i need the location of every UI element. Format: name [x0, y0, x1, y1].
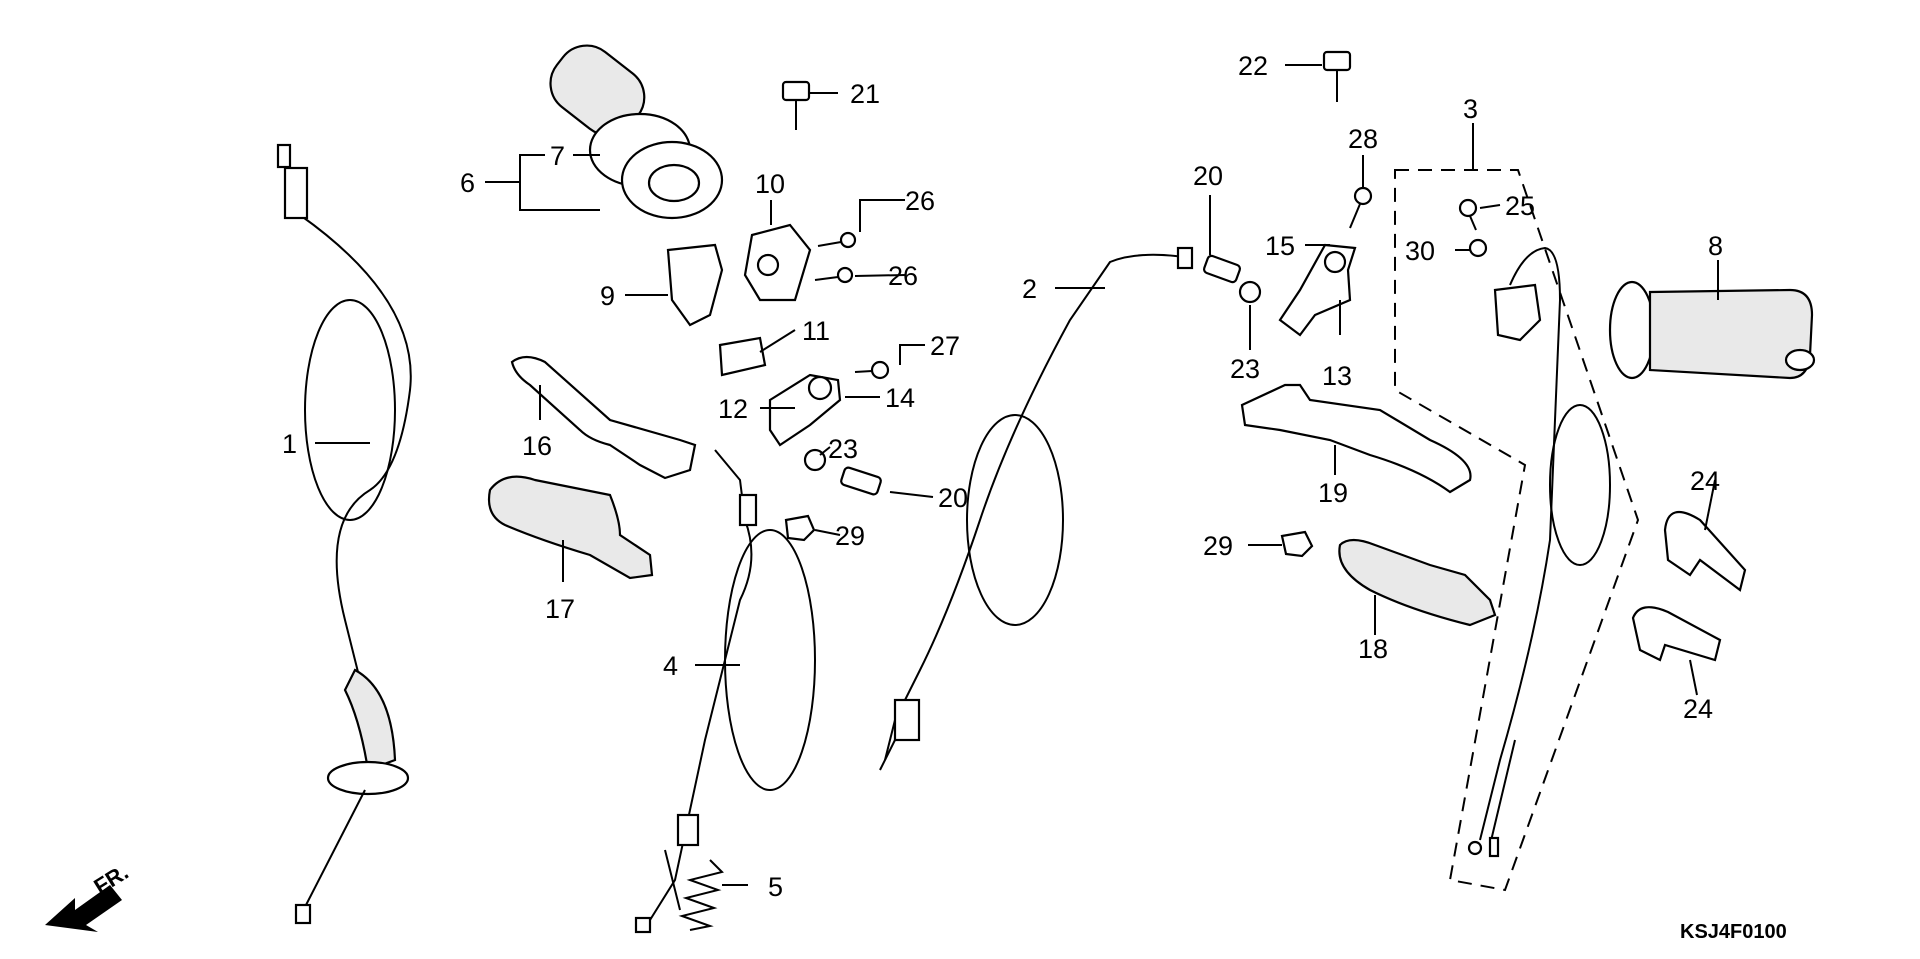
throttle-housing[interactable]	[666, 223, 812, 327]
callout-4: 4	[663, 651, 678, 681]
nut-30[interactable]	[1468, 238, 1488, 258]
callout-8: 8	[1708, 231, 1723, 261]
callout-14: 14	[885, 383, 915, 413]
nut-29-right[interactable]	[1280, 530, 1314, 558]
callout-26-upper: 26	[905, 186, 935, 216]
adjuster-20-left[interactable]	[840, 466, 882, 496]
left-grip[interactable]	[1608, 280, 1816, 380]
callout-30: 30	[1405, 236, 1435, 266]
clutch-lever-holder[interactable]	[718, 336, 842, 447]
callout-9: 9	[600, 281, 615, 311]
callout-6: 6	[460, 168, 475, 198]
callouts: 1 2 3 4 5 6 7 8 9 10 11 12 13 14 15 16 1…	[282, 51, 1723, 902]
callout-27: 27	[930, 331, 960, 361]
clutch-cable-spring[interactable]	[678, 859, 724, 931]
callout-23-left: 23	[828, 434, 858, 464]
diagram-code: KSJ4F0100	[1680, 921, 1787, 943]
callout-15: 15	[1265, 231, 1295, 261]
nut-23-right[interactable]	[1238, 280, 1262, 304]
clutch-lever-cover[interactable]	[487, 475, 654, 580]
adjuster-20-right[interactable]	[1202, 254, 1242, 284]
callout-22: 22	[1238, 51, 1268, 81]
callout-1: 1	[282, 429, 297, 459]
nut-29-left[interactable]	[784, 514, 816, 542]
brake-lever-cover[interactable]	[1338, 538, 1497, 627]
lever-cable-2[interactable]	[879, 246, 1194, 771]
callout-24-upper: 24	[1690, 466, 1720, 496]
screw-26-lower[interactable]	[814, 266, 854, 284]
screw-26-upper[interactable]	[817, 231, 857, 249]
callout-25: 25	[1505, 191, 1535, 221]
callout-20-left: 20	[938, 483, 968, 513]
cable-clamp-lower[interactable]	[1631, 606, 1722, 662]
leader-lines	[315, 64, 1719, 886]
callout-19: 19	[1318, 478, 1348, 508]
callout-18: 18	[1358, 634, 1388, 664]
screw-27[interactable]	[854, 360, 890, 380]
callout-10: 10	[755, 169, 785, 199]
callout-12: 12	[718, 394, 748, 424]
callout-11: 11	[802, 316, 830, 346]
throttle-cable[interactable]	[276, 143, 412, 925]
callout-24-lower: 24	[1683, 694, 1713, 724]
callout-21: 21	[850, 79, 880, 109]
callout-17: 17	[545, 594, 575, 624]
callout-29-left: 29	[835, 521, 865, 551]
cable-clamp-upper[interactable]	[1663, 510, 1747, 592]
callout-28: 28	[1348, 124, 1378, 154]
front-direction-indicator: FR.	[45, 859, 133, 932]
callout-20-right: 20	[1193, 161, 1223, 191]
lever-bracket[interactable]	[1278, 243, 1357, 337]
callout-5: 5	[768, 872, 783, 902]
throttle-grip[interactable]	[538, 33, 724, 220]
bolt-22[interactable]	[1322, 50, 1352, 102]
bolt-28[interactable]	[1349, 186, 1373, 229]
clutch-cable[interactable]	[634, 449, 816, 934]
callout-13: 13	[1322, 361, 1352, 391]
callout-2: 2	[1022, 274, 1037, 304]
clutch-lever[interactable]	[510, 355, 697, 480]
screw-25[interactable]	[1458, 198, 1478, 231]
brake-lever[interactable]	[1240, 383, 1472, 494]
callout-3: 3	[1463, 94, 1478, 124]
front-indicator-label: FR.	[89, 859, 132, 899]
callout-7: 7	[550, 141, 565, 171]
callout-16: 16	[522, 431, 552, 461]
callout-29-right: 29	[1203, 531, 1233, 561]
callout-26-lower: 26	[888, 261, 918, 291]
bolt-21[interactable]	[781, 80, 811, 130]
front-arrow-icon	[45, 885, 122, 932]
callout-23-right: 23	[1230, 354, 1260, 384]
engine-stop-switch[interactable]	[1394, 169, 1640, 892]
